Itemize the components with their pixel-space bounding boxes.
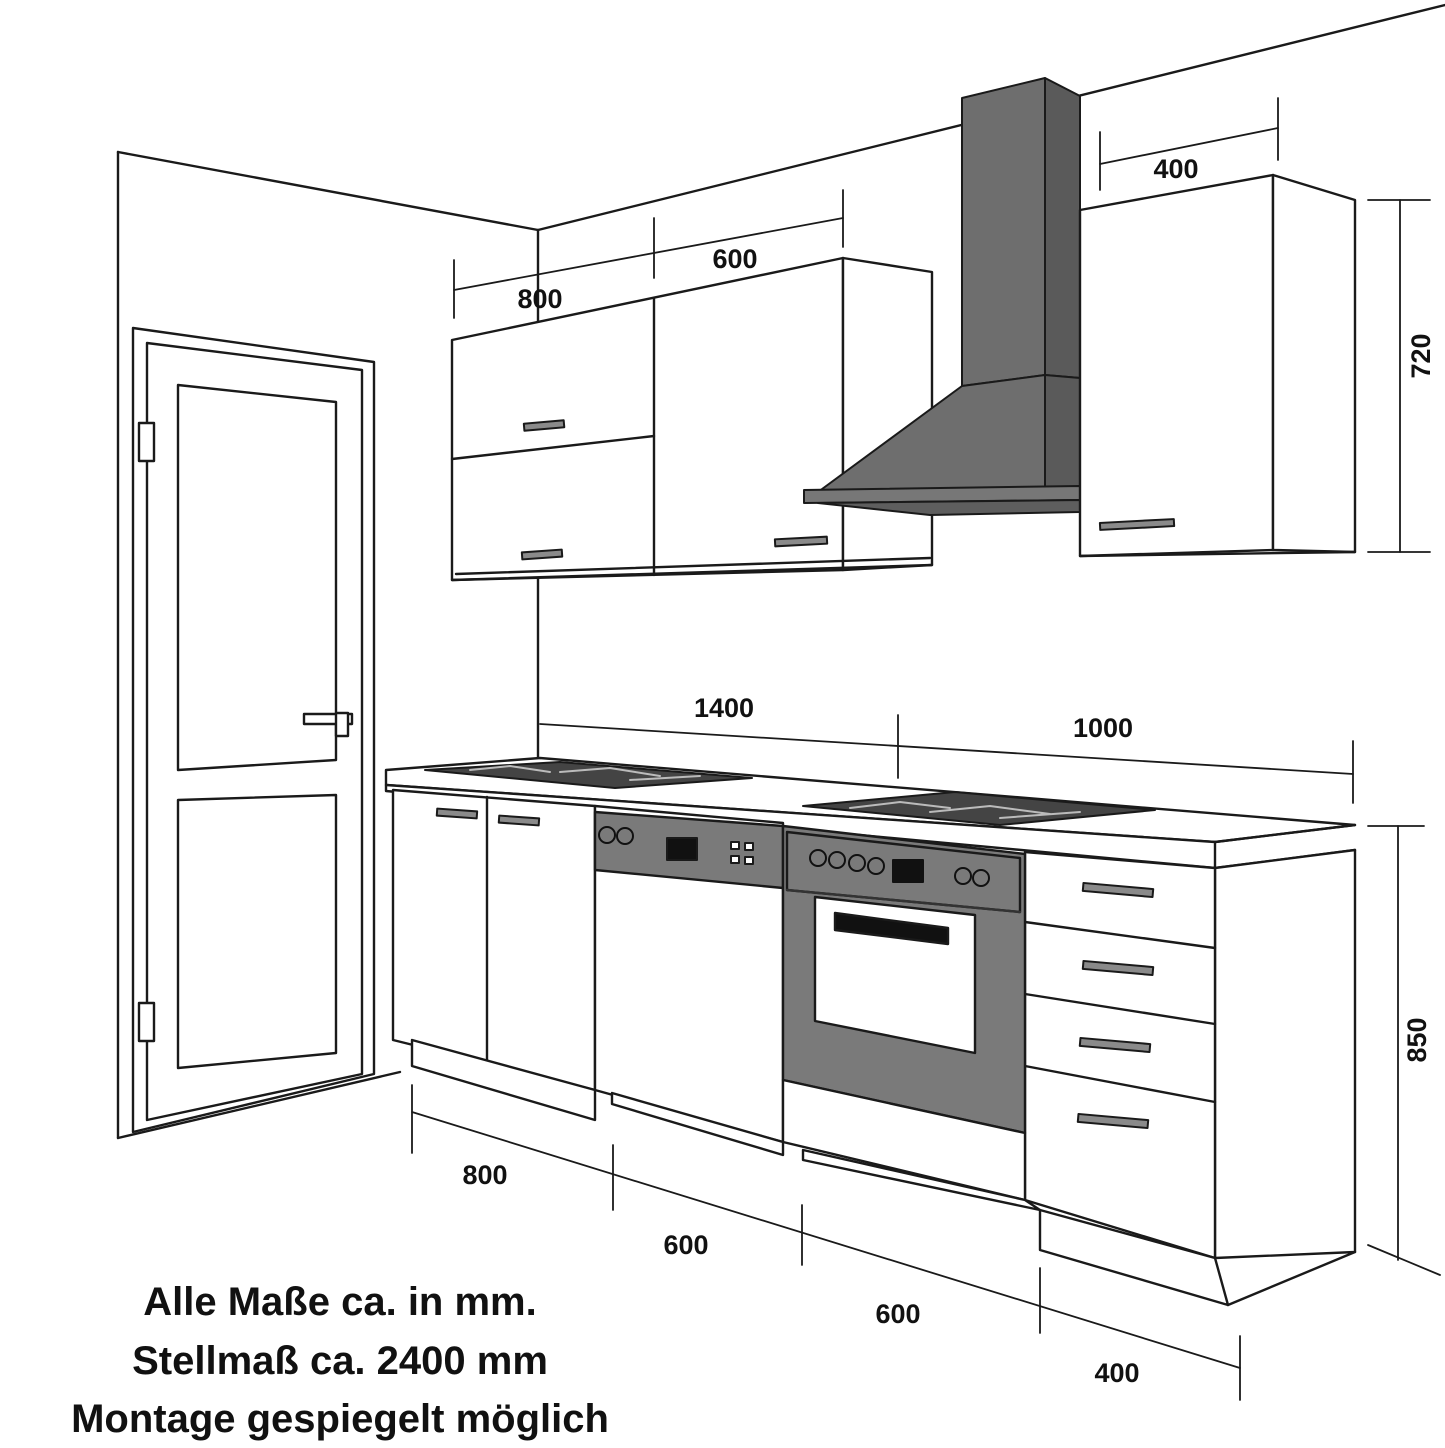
- upper-cabinet-right: [1078, 173, 1357, 558]
- upper-cabinets-left: [450, 256, 934, 582]
- note-measurements: Alle Maße ca. in mm.: [143, 1280, 537, 1324]
- room-walls: [116, 3, 1445, 1140]
- dim-base-4: 400: [1094, 1358, 1139, 1388]
- note-installation-size: Stellmaß ca. 2400 mm: [132, 1339, 548, 1383]
- base-cabinet-handles: [435, 807, 1155, 1130]
- dim-upper-height: 720: [1406, 333, 1436, 378]
- door-handle-icon: [302, 711, 354, 738]
- hob-left: [424, 761, 753, 789]
- note-mirrored-assembly: Montage gespiegelt möglich: [71, 1397, 609, 1441]
- dim-upper-right-width: 400: [1153, 154, 1198, 184]
- upper-cabinet-handles: [520, 419, 829, 561]
- dim-base-2: 600: [663, 1230, 708, 1260]
- oven: [781, 824, 1042, 1212]
- dim-base-1: 800: [462, 1160, 507, 1190]
- dishwasher-controls: [598, 826, 754, 865]
- dim-base-height: 850: [1402, 1017, 1432, 1062]
- dim-counter-left: 1400: [694, 693, 754, 723]
- base-cabinets: [391, 788, 1357, 1307]
- dim-upper-middle: 600: [712, 244, 757, 274]
- oven-controls: [809, 849, 990, 887]
- dimension-lines: [411, 97, 1441, 1401]
- hob-right: [802, 791, 1156, 826]
- dim-counter-right: 1000: [1073, 713, 1133, 743]
- door: [131, 326, 376, 1134]
- dim-base-3: 600: [875, 1299, 920, 1329]
- dim-upper-corner: 800: [517, 284, 562, 314]
